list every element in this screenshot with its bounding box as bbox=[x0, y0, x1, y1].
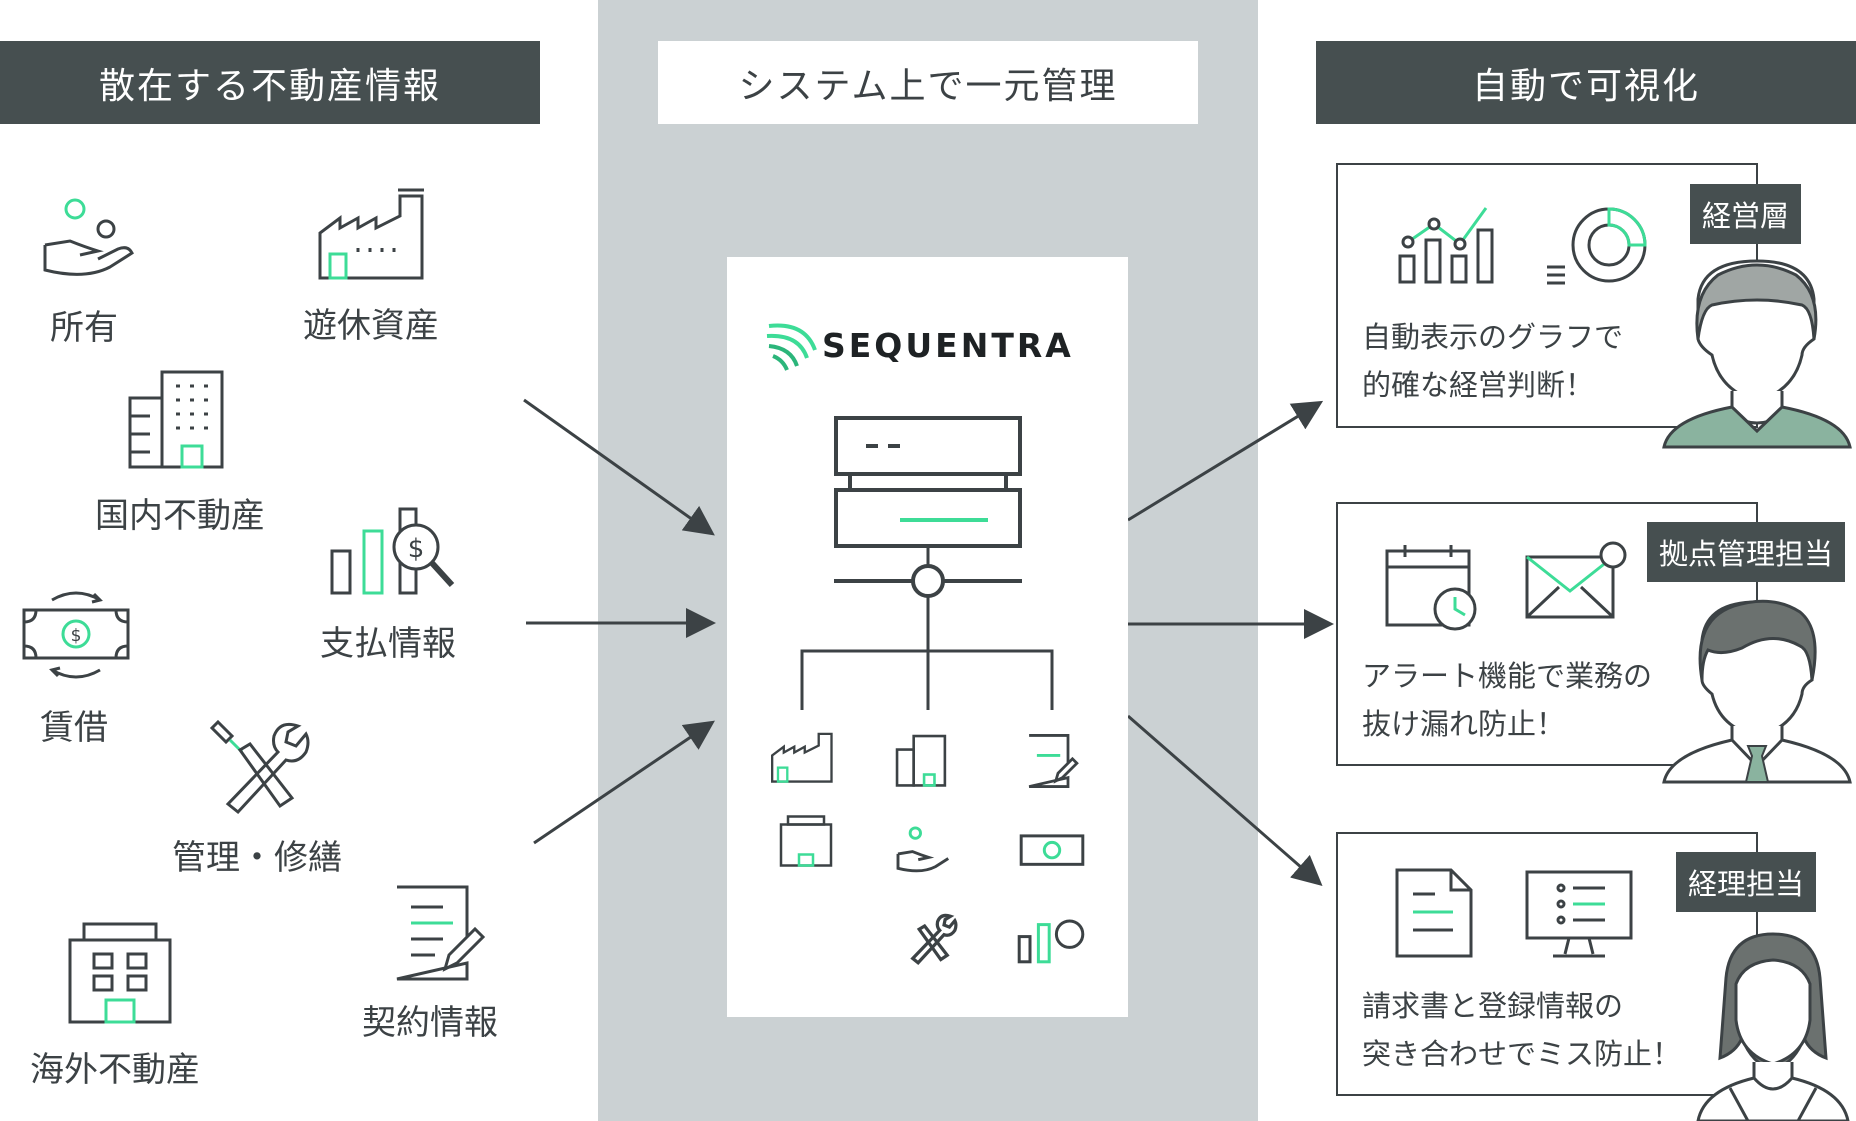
apartment-building-icon-small bbox=[779, 815, 833, 867]
label-owned: 所有 bbox=[50, 308, 118, 348]
label-overseas-real-estate: 海外不動産 bbox=[30, 1050, 200, 1090]
office-building-icon-small bbox=[895, 734, 947, 787]
payment-chart-icon: $ bbox=[330, 507, 455, 595]
payment-chart-icon-small bbox=[1017, 919, 1085, 964]
mail-notification-icon bbox=[1525, 541, 1627, 619]
card-management: 自動表示のグラフで 的確な経営判断！ bbox=[1336, 163, 1758, 428]
server-network-icon bbox=[800, 416, 1054, 710]
card-site-manager-line2: 抜け漏れ防止！ bbox=[1362, 707, 1566, 741]
tools-icon-small bbox=[910, 913, 958, 965]
svg-text:$: $ bbox=[71, 626, 82, 646]
sequentra-logo-text: SEQUENTRA bbox=[822, 326, 1074, 365]
apartment-building-icon bbox=[68, 922, 172, 1024]
office-building-icon bbox=[128, 370, 224, 469]
contract-document-icon-small bbox=[1028, 734, 1079, 788]
card-site-manager-line1: アラート機能で業務の bbox=[1362, 659, 1653, 693]
center-section-title: システム上で一元管理 bbox=[658, 41, 1198, 124]
person-avatar-accounting bbox=[1696, 932, 1850, 1121]
label-domestic-real-estate: 国内不動産 bbox=[95, 496, 265, 536]
hand-coin-icon bbox=[43, 198, 134, 276]
card-management-line1: 自動表示のグラフで bbox=[1362, 320, 1624, 354]
hand-coin-icon-small bbox=[896, 826, 950, 873]
donut-chart-icon bbox=[1547, 207, 1647, 285]
factory-icon bbox=[318, 188, 424, 280]
tag-accounting: 経理担当 bbox=[1676, 852, 1817, 912]
label-payment-info: 支払情報 bbox=[320, 624, 456, 664]
calendar-clock-icon bbox=[1385, 545, 1477, 631]
card-accounting-line2: 突き合わせでミス防止！ bbox=[1362, 1037, 1682, 1071]
left-section-title: 散在する不動産情報 bbox=[0, 41, 540, 124]
right-section-title: 自動で可視化 bbox=[1316, 41, 1856, 124]
svg-text:$: $ bbox=[408, 534, 425, 564]
card-accounting: 請求書と登録情報の 突き合わせでミス防止！ bbox=[1336, 832, 1758, 1096]
cash-exchange-icon: $ bbox=[22, 591, 130, 679]
card-management-line2: 的確な経営判断！ bbox=[1362, 368, 1595, 402]
label-contract-info: 契約情報 bbox=[362, 1003, 498, 1043]
factory-icon-small bbox=[771, 732, 833, 783]
card-accounting-line1: 請求書と登録情報の bbox=[1362, 989, 1624, 1023]
line-chart-icon bbox=[1398, 207, 1494, 284]
sequentra-logo-icon bbox=[766, 323, 817, 371]
tag-executive: 経営層 bbox=[1690, 184, 1802, 244]
invoice-document-icon bbox=[1395, 868, 1473, 958]
person-avatar-site-manager bbox=[1662, 599, 1852, 784]
monitor-list-icon bbox=[1525, 870, 1633, 958]
contract-document-icon bbox=[396, 885, 486, 981]
tag-site-manager: 拠点管理担当 bbox=[1647, 522, 1846, 582]
label-idle-asset: 遊休資産 bbox=[303, 306, 439, 346]
cash-exchange-icon-small bbox=[1019, 834, 1085, 866]
tools-icon bbox=[209, 719, 310, 815]
label-lease: 賃借 bbox=[40, 708, 108, 748]
person-avatar-executive bbox=[1662, 259, 1852, 449]
label-maintenance: 管理・修繕 bbox=[172, 838, 342, 878]
